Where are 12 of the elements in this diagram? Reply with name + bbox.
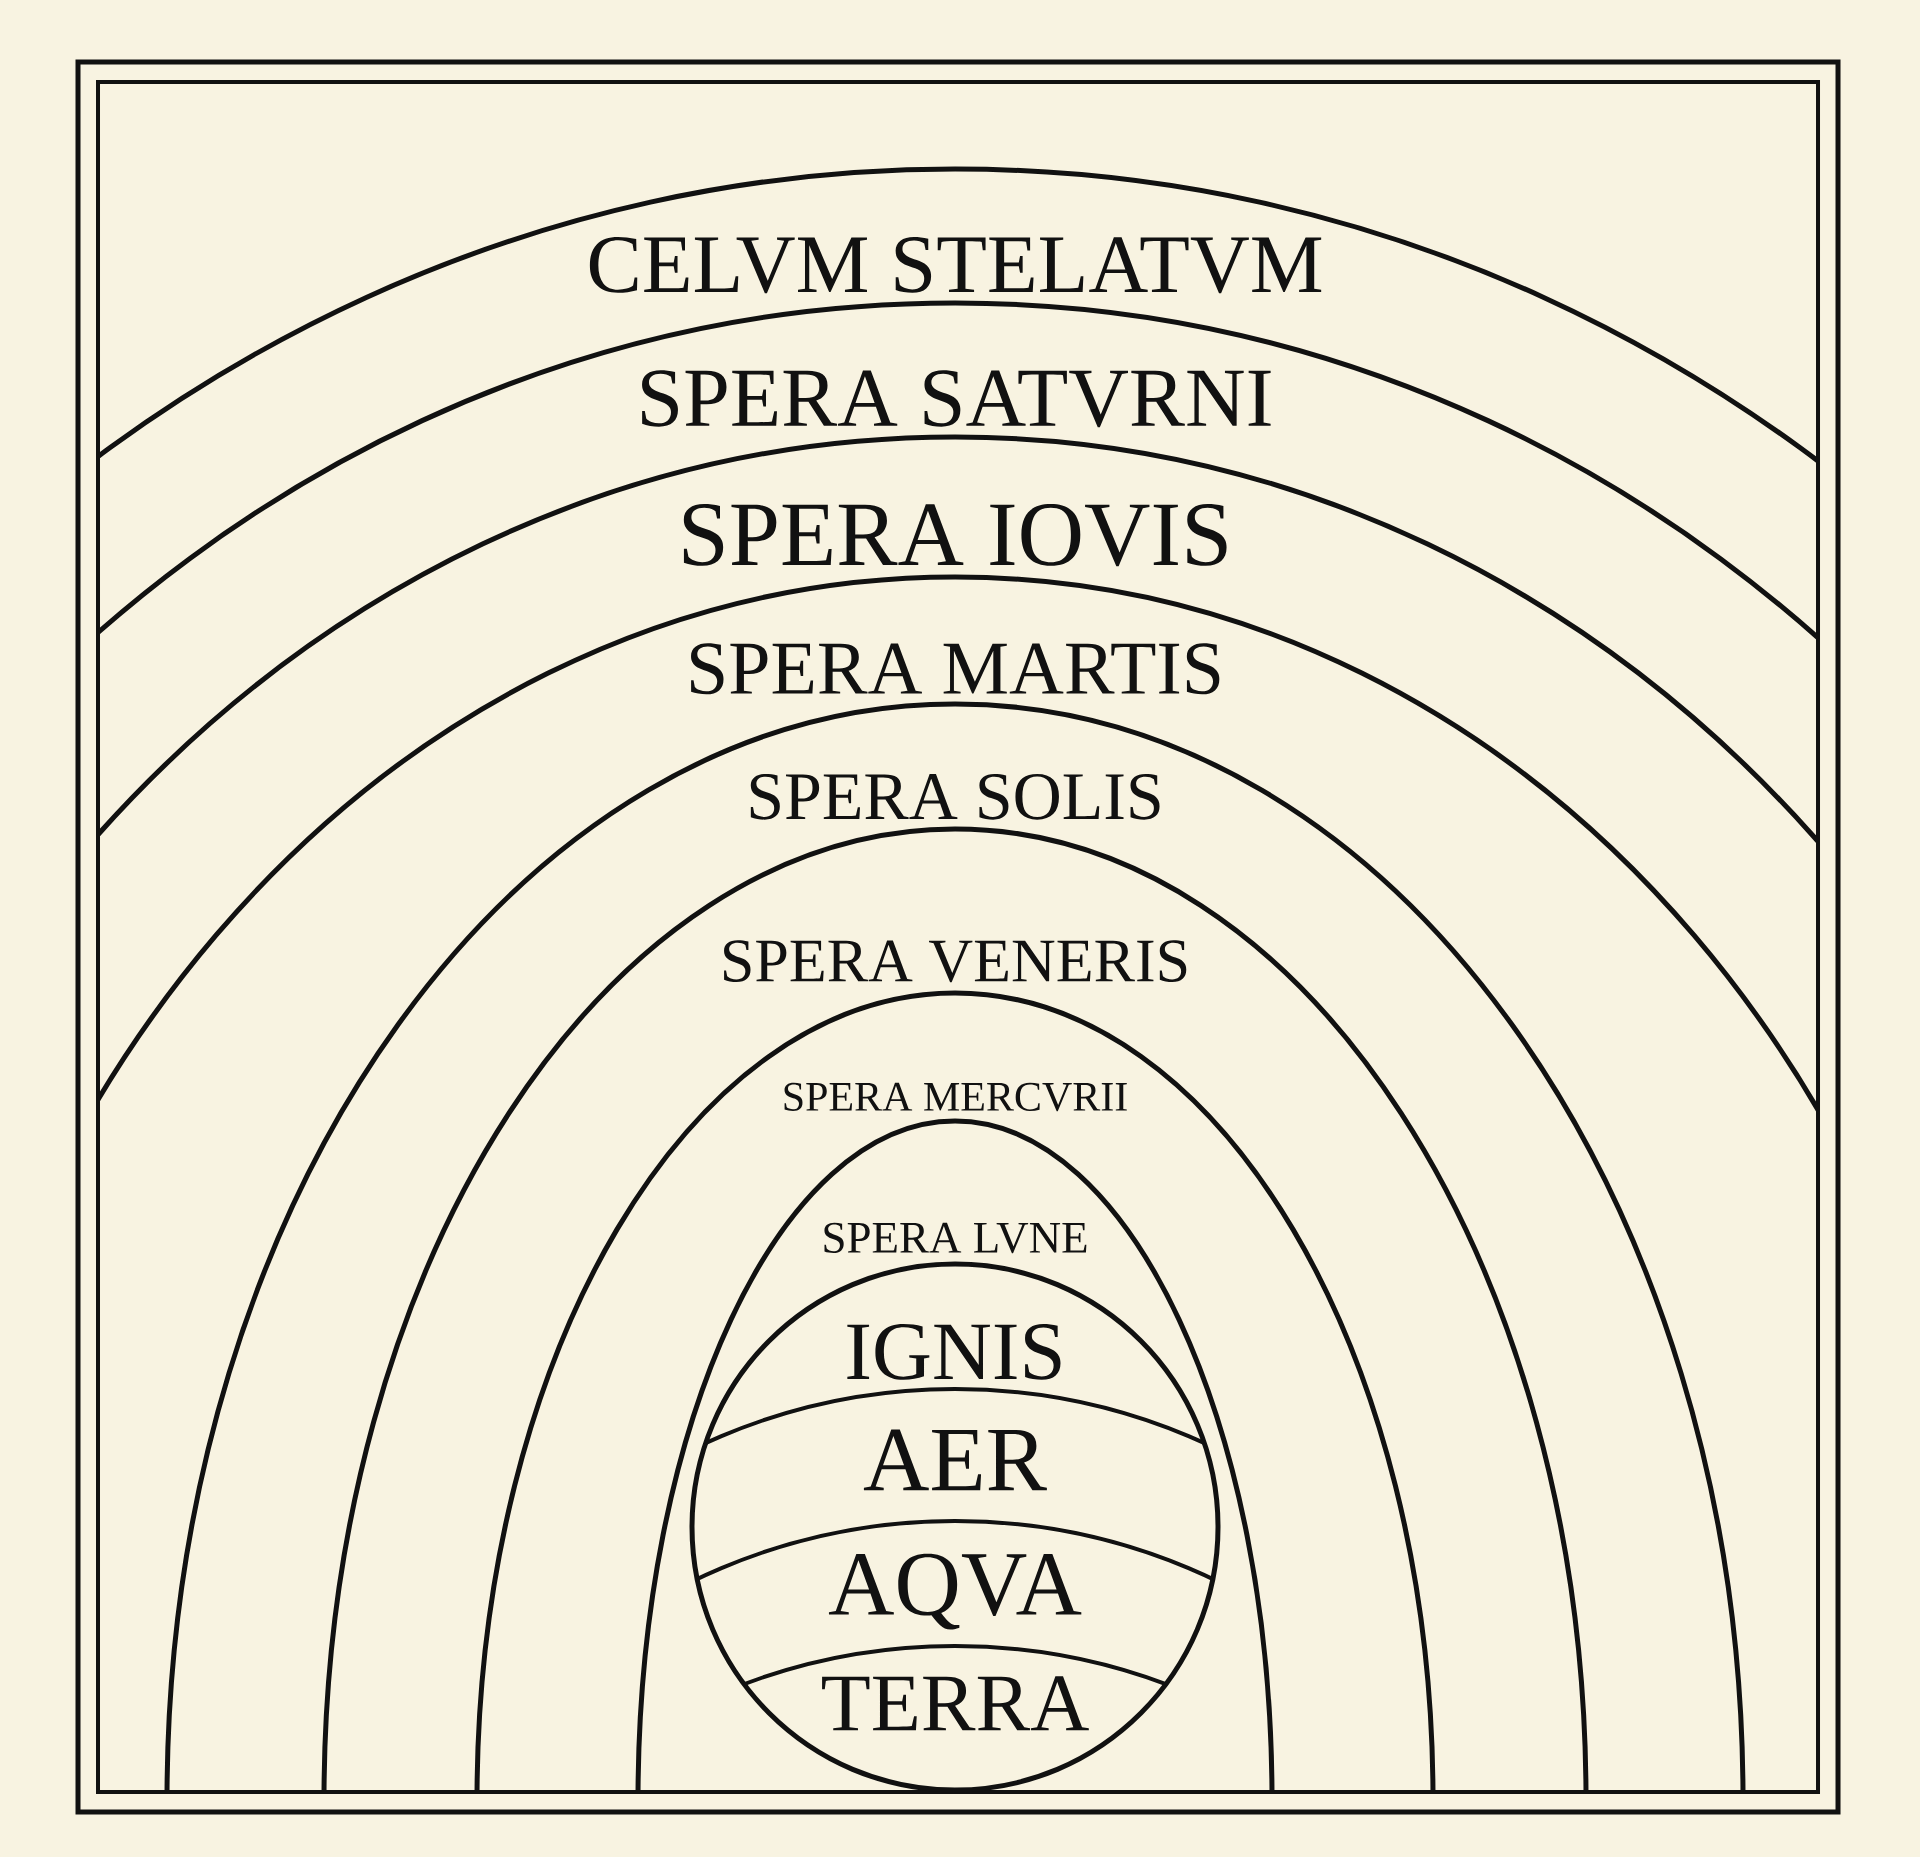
sphere-label: SPERA MARTIS — [691, 643, 1220, 695]
sphere-label: TERRA — [822, 1676, 1089, 1731]
sphere-label: AER — [863, 1429, 1047, 1491]
sphere-label: SPERA LVNE — [824, 1222, 1087, 1254]
sphere-label: SPERA IOVIS — [683, 504, 1227, 567]
sphere-label: SPERA SATVRNI — [642, 370, 1271, 428]
sphere-label: CELVM STELATVM — [589, 237, 1322, 294]
sphere-label: IGNIS — [847, 1324, 1061, 1380]
sphere-label: SPERA MERCVRII — [784, 1082, 1127, 1112]
sphere-label: SPERA SOLIS — [750, 773, 1160, 820]
sphere-label: SPERA VENERIS — [724, 940, 1187, 983]
sphere-label: AQVA — [828, 1553, 1082, 1630]
